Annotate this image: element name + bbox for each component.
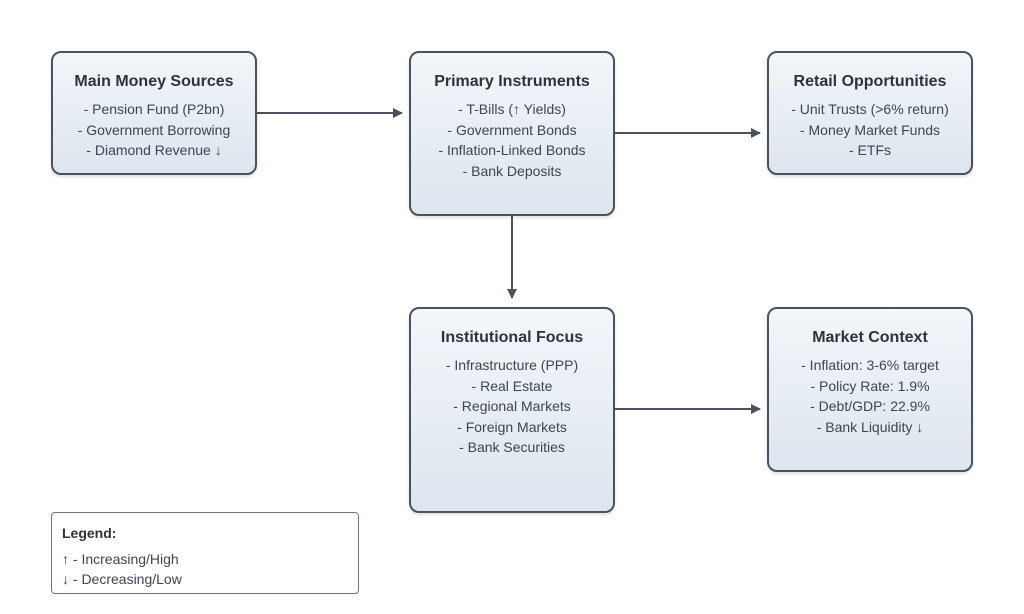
node-item: - Money Market Funds	[799, 121, 941, 138]
node-item: - Bank Liquidity ↓	[816, 418, 924, 435]
legend-item-increasing: ↑ - Increasing/High	[62, 551, 179, 567]
node-retail-opportunities: Retail Opportunities - Unit Trusts (>6% …	[767, 51, 973, 175]
legend-item-decreasing: ↓ - Decreasing/Low	[62, 571, 182, 587]
node-item: - Policy Rate: 1.9%	[810, 377, 930, 394]
node-title: Institutional Focus	[440, 329, 584, 346]
node-institutional-focus: Institutional Focus - Infrastructure (PP…	[409, 307, 615, 513]
node-market-context: Market Context - Inflation: 3-6% target …	[767, 307, 973, 472]
node-item: - Debt/GDP: 22.9%	[810, 398, 930, 414]
node-item: - Inflation: 3-6% target	[801, 357, 939, 373]
node-item: - Unit Trusts (>6% return)	[791, 101, 949, 117]
node-item: - ETFs	[849, 142, 891, 158]
node-list: - Infrastructure (PPP) - Real Estate - R…	[411, 355, 613, 458]
node-item: - Inflation-Linked Bonds	[438, 142, 586, 158]
node-item: - Regional Markets	[453, 398, 571, 414]
node-list: - Inflation: 3-6% target - Policy Rate: …	[769, 355, 971, 437]
node-title: Market Context	[812, 329, 928, 346]
node-item: - Diamond Revenue ↓	[86, 142, 222, 158]
node-item: - Government Bonds	[447, 121, 577, 138]
node-item: - Government Borrowing	[77, 121, 231, 138]
node-item: - Infrastructure (PPP)	[445, 357, 579, 373]
node-list: - Unit Trusts (>6% return) - Money Marke…	[769, 99, 971, 161]
node-item: - Real Estate	[471, 377, 553, 394]
node-item: - Foreign Markets	[457, 418, 567, 435]
node-item: - Pension Fund (P2bn)	[83, 101, 225, 117]
node-title: Primary Instruments	[434, 73, 590, 90]
node-title: Main Money Sources	[74, 73, 234, 90]
node-item: - Bank Securities	[459, 439, 565, 455]
legend-box: Legend: ↑ - Increasing/High ↓ - Decreasi…	[51, 512, 359, 594]
node-main-money-sources: Main Money Sources - Pension Fund (P2bn)…	[51, 51, 257, 175]
legend-title: Legend:	[62, 525, 117, 541]
node-list: - T-Bills (↑ Yields) - Government Bonds …	[411, 99, 613, 181]
node-item: - T-Bills (↑ Yields)	[458, 101, 566, 117]
node-item: - Bank Deposits	[462, 162, 562, 179]
node-list: - Pension Fund (P2bn) - Government Borro…	[53, 99, 255, 161]
node-primary-instruments: Primary Instruments - T-Bills (↑ Yields)…	[409, 51, 615, 216]
node-title: Retail Opportunities	[793, 73, 947, 90]
